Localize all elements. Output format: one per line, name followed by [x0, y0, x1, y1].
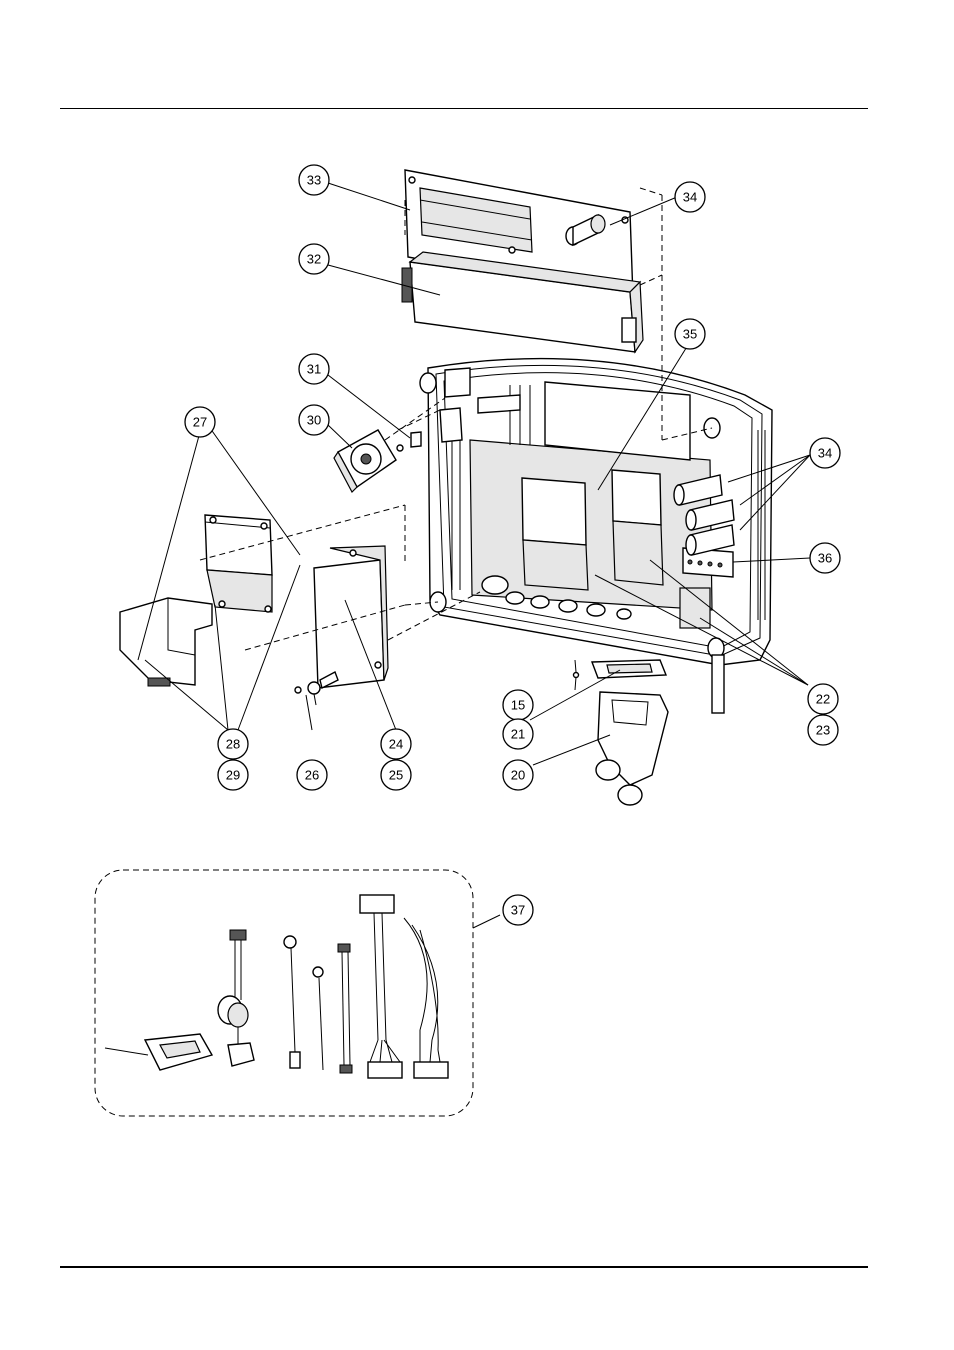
- callout-24: 24: [381, 729, 411, 759]
- svg-text:27: 27: [193, 415, 207, 430]
- svg-text:26: 26: [305, 768, 319, 783]
- svg-text:31: 31: [307, 362, 321, 377]
- svg-text:37: 37: [511, 903, 525, 918]
- callout-36: 36: [810, 543, 840, 573]
- part-31-sensor: [397, 432, 421, 451]
- svg-text:28: 28: [226, 737, 240, 752]
- callout-30: 30: [299, 405, 329, 435]
- part-26-ring-terminal: [295, 672, 338, 705]
- part-24-board: [314, 546, 388, 688]
- callout-34-right: 34: [810, 438, 840, 468]
- part-28-board: [205, 515, 272, 612]
- svg-text:35: 35: [683, 327, 697, 342]
- part-20-cable-bracket: [596, 692, 668, 805]
- part-27-cover: [120, 598, 212, 686]
- svg-text:25: 25: [389, 768, 403, 783]
- svg-text:30: 30: [307, 413, 321, 428]
- callout-28: 28: [218, 729, 248, 759]
- svg-text:22: 22: [816, 692, 830, 707]
- callout-33: 33: [299, 165, 329, 195]
- part-15-screw: [574, 660, 579, 678]
- callout-37: 37: [503, 895, 533, 925]
- svg-text:15: 15: [511, 698, 525, 713]
- callout-31: 31: [299, 354, 329, 384]
- callout-35: 35: [675, 319, 705, 349]
- svg-text:36: 36: [818, 551, 832, 566]
- callout-25: 25: [381, 760, 411, 790]
- part-21-gasket: [592, 660, 666, 678]
- callout-27: 27: [185, 407, 215, 437]
- svg-text:29: 29: [226, 768, 240, 783]
- svg-text:20: 20: [511, 768, 525, 783]
- callout-32: 32: [299, 244, 329, 274]
- callout-21: 21: [503, 719, 533, 749]
- svg-text:32: 32: [307, 252, 321, 267]
- callout-15: 15: [503, 690, 533, 720]
- callout-26: 26: [297, 760, 327, 790]
- callout-34-top: 34: [675, 182, 705, 212]
- svg-text:21: 21: [511, 727, 525, 742]
- main-enclosure: [420, 359, 772, 713]
- callout-20: 20: [503, 760, 533, 790]
- svg-text:33: 33: [307, 173, 321, 188]
- svg-text:34: 34: [683, 190, 697, 205]
- callout-22: 22: [808, 684, 838, 714]
- svg-text:24: 24: [389, 737, 403, 752]
- svg-text:34: 34: [818, 446, 832, 461]
- callout-29: 29: [218, 760, 248, 790]
- svg-text:23: 23: [816, 723, 830, 738]
- kit-37-cable-set: [95, 870, 500, 1116]
- callout-23: 23: [808, 715, 838, 745]
